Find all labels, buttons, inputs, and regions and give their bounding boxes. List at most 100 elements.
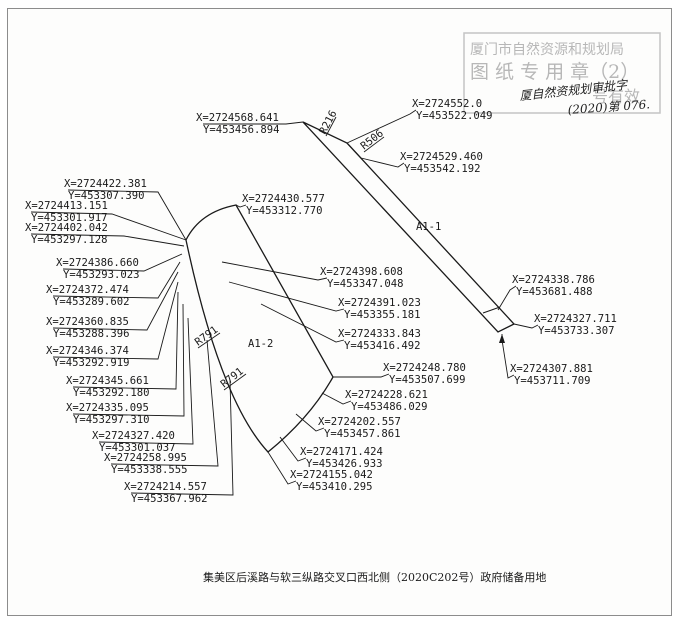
coord-x-label: X=2724335.095	[66, 402, 149, 414]
coord-x-label: X=2724248.780	[383, 362, 466, 374]
parcel-a1-2-outline	[185, 204, 334, 453]
approval-stamp: 厦门市自然资源和规划局 图 纸 专 用 章（2） 号有效	[463, 32, 661, 114]
coord-x-label: X=2724386.660	[56, 257, 139, 269]
leader-line	[110, 339, 219, 467]
coord-x-label: X=2724391.023	[338, 297, 421, 309]
coordinate-labels: X=2724568.641Y=453456.894X=2724552.0Y=45…	[25, 98, 617, 505]
coord-y-label: Y=453312.770	[246, 205, 323, 217]
coord-y-label: Y=453355.181	[344, 309, 421, 321]
leader-line	[72, 303, 185, 417]
leader-line	[513, 323, 539, 329]
drawing-sheet	[7, 8, 672, 616]
coord-x-label: X=2724327.420	[92, 430, 175, 442]
coord-y-label: Y=453288.396	[53, 328, 130, 340]
coord-y-label: Y=453292.919	[53, 357, 130, 369]
leader-line	[346, 109, 417, 144]
leader-line	[30, 211, 187, 241]
leader-line	[72, 291, 179, 390]
coord-y-label: Y=453426.933	[306, 458, 383, 470]
coord-x-label: X=2724327.711	[534, 313, 617, 325]
leader-line	[228, 281, 345, 312]
leader-line	[260, 303, 345, 343]
coord-y-label: Y=453301.037	[99, 442, 176, 454]
leader-line	[279, 436, 307, 462]
leader-lines	[30, 109, 539, 496]
coord-y-label: Y=453456.894	[203, 124, 280, 136]
handwriting-line-2: (2020)第 076.	[567, 97, 650, 117]
coord-y-label: Y=453297.310	[73, 414, 150, 426]
road-label-r506-underline	[363, 136, 385, 153]
coord-x-label: X=2724422.381	[64, 178, 147, 190]
leader-line	[52, 281, 179, 360]
stamp-line-1: 厦门市自然资源和规划局	[470, 41, 624, 58]
leader-line	[30, 233, 185, 247]
coord-x-label: X=2724552.0	[412, 98, 482, 110]
coord-y-label: Y=453486.029	[351, 401, 428, 413]
parcel-a1-2	[185, 204, 334, 453]
coord-y-label: Y=453410.295	[296, 481, 373, 493]
coord-y-label: Y=453542.192	[404, 163, 481, 175]
leader-line	[497, 285, 517, 311]
coord-y-label: Y=453289.602	[53, 296, 130, 308]
leader-line	[52, 261, 181, 299]
leader-line	[333, 373, 390, 378]
drawing-caption: 集美区后溪路与软三纵路交叉口西北侧（2020C202号）政府储备用地	[203, 570, 546, 584]
vertex-arrow-marker	[499, 334, 505, 343]
leader-line	[62, 253, 183, 272]
coord-x-label: X=2724228.621	[345, 389, 428, 401]
coord-x-label: X=2724338.786	[512, 274, 595, 286]
coord-y-label: Y=453292.180	[73, 387, 150, 399]
coord-y-label: Y=453338.555	[111, 464, 188, 476]
parcel-a1-1-inner-line	[482, 306, 501, 314]
coord-y-label: Y=453522.049	[416, 110, 493, 122]
parcel-label-a1-2: A1-2	[248, 338, 273, 350]
leader-line	[221, 261, 328, 281]
parcel-label-a1-1: A1-1	[416, 221, 441, 233]
coord-x-label: X=2724202.557	[318, 416, 401, 428]
road-label-r791-b-underline	[223, 373, 247, 391]
coord-x-label: X=2724360.835	[46, 316, 129, 328]
stamp-line-2: 图 纸 专 用 章（2）	[470, 61, 639, 83]
coord-x-label: X=2724402.042	[25, 222, 108, 234]
coord-x-label: X=2724529.460	[400, 151, 483, 163]
coord-y-label: Y=453297.128	[31, 234, 108, 246]
coord-x-label: X=2724333.843	[338, 328, 421, 340]
leader-line	[67, 189, 187, 241]
leader-line	[52, 271, 179, 331]
coord-x-label: X=2724413.151	[25, 200, 108, 212]
coord-x-label: X=2724155.042	[290, 469, 373, 481]
leader-line	[203, 121, 304, 125]
coord-x-label: X=2724398.608	[320, 266, 403, 278]
coord-x-label: X=2724372.474	[46, 284, 129, 296]
leader-line	[235, 204, 247, 208]
parcel-a1-1-edge	[346, 142, 362, 159]
coord-y-label: Y=453507.699	[389, 374, 466, 386]
coord-y-label: Y=453681.488	[516, 286, 593, 298]
coord-x-label: X=2724345.661	[66, 375, 149, 387]
coord-x-label: X=2724307.881	[510, 363, 593, 375]
coord-x-label: X=2724346.374	[46, 345, 129, 357]
coord-y-label: Y=453367.962	[131, 493, 208, 505]
coord-y-label: Y=453733.307	[538, 325, 615, 337]
coord-y-label: Y=453416.492	[344, 340, 421, 352]
coord-y-label: Y=453711.709	[514, 375, 591, 387]
leader-line	[321, 392, 352, 405]
road-label-r216-underline	[325, 116, 337, 137]
leader-line	[267, 451, 297, 485]
coord-x-label: X=2724258.995	[104, 452, 187, 464]
road-label-r791-a-underline	[197, 332, 221, 349]
coord-x-label: X=2724214.557	[124, 481, 207, 493]
coord-y-label: Y=453293.023	[63, 269, 140, 281]
leader-line	[360, 157, 405, 168]
coord-y-label: Y=453347.048	[327, 278, 404, 290]
coord-x-label: X=2724568.641	[196, 112, 279, 124]
coord-y-label: Y=453457.861	[324, 428, 401, 440]
stamp-border	[463, 32, 661, 114]
leader-line	[295, 413, 325, 432]
stamp-line-3: 号有效	[592, 87, 640, 106]
leader-line	[98, 317, 194, 445]
coord-y-label: Y=453307.390	[68, 190, 145, 202]
coord-y-label: Y=453301.917	[31, 212, 108, 224]
coord-x-label: X=2724171.424	[300, 446, 383, 458]
